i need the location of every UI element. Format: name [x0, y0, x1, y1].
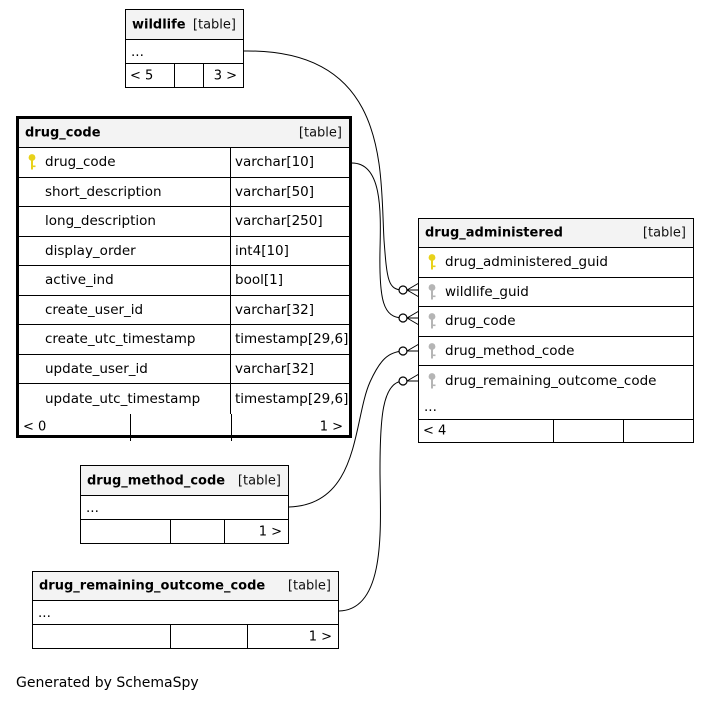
table-kind: [table] — [298, 125, 342, 141]
ellipsis: ... — [424, 399, 437, 416]
ellipsis: ... — [86, 499, 99, 516]
parent-count: < 4 — [423, 423, 447, 439]
child-count: 3 > — [213, 68, 237, 83]
column-type: varchar[250] — [230, 207, 349, 236]
optional-marker — [398, 285, 408, 295]
foreign-key-icon — [428, 373, 436, 389]
column-type: varchar[10] — [230, 148, 349, 177]
table-name: drug_code — [25, 125, 101, 141]
column-name: drug_code — [45, 154, 116, 171]
footer-row: < 0 1 > — [19, 413, 349, 441]
table-name: drug_method_code — [87, 473, 226, 488]
table-header: drug_administered [table] — [419, 219, 693, 248]
footer-row: < 4 — [419, 419, 693, 443]
foreign-key-icon — [428, 343, 436, 359]
column-row[interactable]: drug_administered_guid — [419, 248, 693, 278]
table-name: drug_administered — [425, 225, 563, 241]
ellipsis-row: ... — [33, 601, 338, 625]
optional-marker — [398, 376, 408, 386]
ellipsis-row: ... — [126, 40, 243, 64]
column-row[interactable]: drug_code varchar[10] — [19, 148, 349, 178]
foreign-key-icon — [428, 313, 436, 329]
ellipsis: ... — [38, 604, 51, 621]
column-row[interactable]: update_user_id varchar[32] — [19, 354, 349, 384]
column-row[interactable]: drug_remaining_outcome_code — [419, 366, 693, 396]
child-count: 1 > — [258, 524, 282, 539]
parent-count: < 0 — [23, 419, 47, 435]
table-header: drug_method_code [table] — [81, 466, 288, 496]
ellipsis-row: ... — [81, 496, 288, 520]
edge-drug-method-code-to-drug-administered — [288, 350, 404, 508]
foreign-key-icon — [428, 283, 436, 300]
table-drug-method-code[interactable]: drug_method_code [table] ... 1 > — [80, 465, 289, 544]
column-name: drug_remaining_outcome_code — [445, 373, 657, 390]
table-name: drug_remaining_outcome_code — [39, 578, 266, 594]
column-name: create_utc_timestamp — [45, 331, 196, 348]
column-row[interactable]: long_description varchar[250] — [19, 207, 349, 237]
column-row[interactable]: active_ind bool[1] — [19, 266, 349, 296]
column-name: drug_method_code — [445, 343, 575, 360]
column-name: long_description — [45, 213, 156, 230]
primary-key-icon — [428, 254, 436, 270]
optional-marker — [398, 313, 408, 323]
column-row[interactable]: create_user_id varchar[32] — [19, 295, 349, 325]
table-name: wildlife — [132, 17, 186, 32]
column-name: display_order — [45, 242, 136, 259]
table-kind: [table] — [287, 578, 331, 594]
column-type: varchar[50] — [230, 177, 349, 206]
column-name: update_utc_timestamp — [45, 390, 201, 407]
column-type: timestamp[29,6] — [230, 325, 349, 354]
column-name: update_user_id — [45, 360, 148, 377]
child-count: 1 > — [308, 629, 332, 644]
table-drug-remaining-outcome-code[interactable]: drug_remaining_outcome_code [table] ... … — [32, 571, 339, 649]
table-kind: [table] — [192, 17, 236, 32]
footer-row: 1 > — [33, 625, 338, 648]
column-row[interactable]: drug_code — [419, 307, 693, 337]
column-row[interactable]: short_description varchar[50] — [19, 177, 349, 207]
ellipsis: ... — [131, 43, 144, 60]
table-kind: [table] — [642, 225, 686, 241]
child-count: 1 > — [319, 419, 343, 435]
column-name: active_ind — [45, 272, 114, 289]
table-wildlife[interactable]: wildlife [table] ... < 5 3 > — [125, 9, 244, 88]
ellipsis-row: ... — [419, 396, 693, 420]
table-header: wildlife [table] — [126, 10, 243, 40]
table-header: drug_code [table] — [19, 119, 349, 148]
footer-row: < 5 3 > — [126, 64, 243, 87]
parent-count: < 5 — [130, 68, 154, 83]
footer-row: 1 > — [81, 520, 288, 543]
column-type: bool[1] — [230, 266, 349, 295]
column-row[interactable]: create_utc_timestamp timestamp[29,6] — [19, 325, 349, 355]
column-row[interactable]: display_order int4[10] — [19, 236, 349, 266]
table-drug-administered[interactable]: drug_administered [table] drug_administe… — [418, 218, 694, 443]
column-name: drug_code — [445, 313, 516, 330]
edge-wildlife-to-drug-administered — [243, 50, 404, 291]
column-type: varchar[32] — [230, 295, 349, 324]
edge-drug-code-to-drug-administered — [350, 162, 404, 319]
generated-by-footer: Generated by SchemaSpy — [16, 675, 199, 691]
column-type: varchar[32] — [230, 354, 349, 383]
table-kind: [table] — [237, 473, 281, 488]
column-name: drug_administered_guid — [445, 254, 609, 271]
column-row[interactable]: update_utc_timestamp timestamp[29,6] — [19, 384, 349, 414]
column-name: short_description — [45, 183, 162, 200]
primary-key-icon — [28, 154, 36, 170]
column-type: int4[10] — [230, 236, 349, 265]
column-row[interactable]: wildlife_guid — [419, 278, 693, 308]
column-name: create_user_id — [45, 301, 144, 318]
column-name: wildlife_guid — [445, 283, 529, 300]
edge-drug-remaining-outcome-to-drug-administered — [338, 380, 404, 612]
table-header: drug_remaining_outcome_code [table] — [33, 572, 338, 601]
optional-marker — [398, 346, 408, 356]
column-row[interactable]: drug_method_code — [419, 337, 693, 367]
column-type: timestamp[29,6] — [230, 384, 349, 414]
